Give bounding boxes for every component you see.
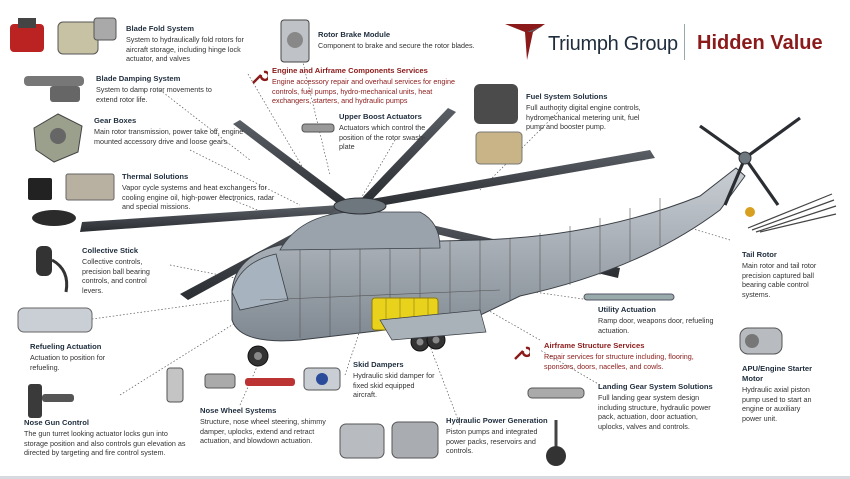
upper-boost-actuator-icon: [301, 123, 335, 133]
utility-actuator-icon: [583, 293, 675, 301]
brand-name: Triumph Group: [548, 33, 678, 55]
nose-wheel-parts-icon: [166, 367, 295, 403]
footer-rule: [0, 476, 850, 479]
blade-damper-icon: [24, 76, 84, 102]
landing-gear-icon: [527, 387, 585, 466]
blade-fold-parts-icon: [10, 17, 117, 55]
refueling-actuator-icon: [17, 307, 93, 333]
hydraulic-pump-icon: [339, 421, 439, 459]
skid-damper-icon: [303, 367, 341, 391]
thermal-exchanger-icon: [28, 173, 115, 226]
fuel-system-units-icon: [474, 84, 523, 165]
rotor-brake-module-icon: [280, 19, 310, 63]
triumph-logo-mark: [505, 24, 545, 60]
apu-starter-icon: [739, 327, 783, 355]
brand-tagline: Hidden Value: [697, 32, 823, 54]
collective-stick-icon: [36, 246, 69, 293]
tail-rotor-cables-icon: [745, 193, 837, 233]
wrench-icon: [252, 70, 268, 84]
gear-box-icon: [33, 113, 83, 163]
brand-divider: [684, 24, 685, 60]
wrench-icon: [514, 346, 530, 360]
nose-gun-actuator-icon: [28, 384, 74, 418]
